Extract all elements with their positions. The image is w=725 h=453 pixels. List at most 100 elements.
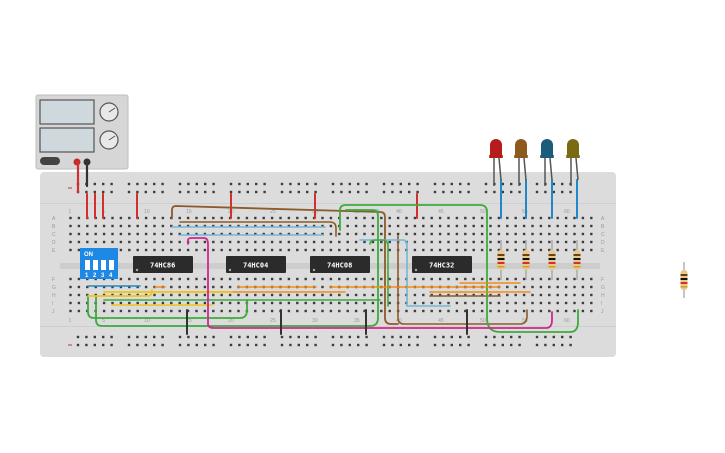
breadboard-hole[interactable] (388, 224, 391, 228)
breadboard-hole[interactable] (304, 232, 307, 236)
breadboard-hole[interactable] (270, 240, 274, 244)
breadboard-hole[interactable] (346, 232, 349, 236)
breadboard-hole[interactable] (270, 293, 274, 297)
breadboard-hole[interactable] (195, 224, 198, 228)
rail-hole[interactable] (484, 190, 488, 194)
breadboard-hole[interactable] (203, 301, 207, 305)
breadboard-hole[interactable] (489, 248, 492, 252)
breadboard-hole[interactable] (203, 277, 207, 281)
breadboard-hole[interactable] (254, 301, 257, 305)
breadboard-hole[interactable] (514, 285, 517, 289)
breadboard-hole[interactable] (203, 309, 207, 313)
breadboard-hole[interactable] (144, 277, 148, 281)
breadboard-hole[interactable] (455, 293, 459, 297)
breadboard-hole[interactable] (102, 224, 106, 228)
breadboard-hole[interactable] (539, 248, 543, 252)
rail-hole[interactable] (127, 182, 131, 186)
breadboard-hole[interactable] (170, 240, 173, 244)
breadboard-hole[interactable] (270, 216, 274, 220)
breadboard-hole[interactable] (270, 224, 274, 228)
breadboard-hole[interactable] (220, 309, 223, 313)
breadboard-hole[interactable] (380, 301, 383, 305)
breadboard-hole[interactable] (329, 232, 333, 236)
breadboard-hole[interactable] (111, 216, 114, 220)
breadboard-hole[interactable] (480, 248, 484, 252)
breadboard-hole[interactable] (296, 224, 299, 228)
rail-hole[interactable] (442, 335, 445, 339)
breadboard-hole[interactable] (203, 285, 207, 289)
breadboard-hole[interactable] (581, 293, 585, 297)
breadboard-hole[interactable] (548, 301, 551, 305)
breadboard-hole[interactable] (522, 301, 526, 305)
breadboard-hole[interactable] (312, 240, 316, 244)
breadboard-hole[interactable] (220, 301, 223, 305)
rail-hole[interactable] (229, 182, 233, 186)
brown-wire[interactable] (171, 205, 399, 325)
rail-hole[interactable] (178, 182, 182, 186)
breadboard-hole[interactable] (564, 277, 568, 281)
breadboard-hole[interactable] (556, 301, 559, 305)
breadboard-hole[interactable] (522, 232, 526, 236)
breadboard-hole[interactable] (422, 240, 425, 244)
breadboard-hole[interactable] (430, 216, 433, 220)
rail-hole[interactable] (178, 343, 182, 347)
breadboard-hole[interactable] (422, 301, 425, 305)
breadboard-hole[interactable] (287, 240, 291, 244)
breadboard-hole[interactable] (186, 277, 190, 281)
breadboard-hole[interactable] (455, 240, 459, 244)
breadboard-hole[interactable] (312, 232, 316, 236)
breadboard-hole[interactable] (539, 301, 543, 305)
rail-hole[interactable] (212, 182, 215, 186)
breadboard-hole[interactable] (338, 240, 341, 244)
rail-hole[interactable] (144, 335, 147, 339)
rail-hole[interactable] (331, 190, 335, 194)
breadboard-hole[interactable] (119, 216, 123, 220)
breadboard-hole[interactable] (296, 232, 299, 236)
rail-hole[interactable] (136, 182, 139, 186)
breadboard-hole[interactable] (262, 232, 265, 236)
breadboard-hole[interactable] (346, 293, 349, 297)
breadboard-hole[interactable] (590, 240, 593, 244)
breadboard-hole[interactable] (329, 277, 333, 281)
green-wire[interactable] (87, 295, 248, 319)
breadboard-hole[interactable] (119, 232, 123, 236)
breadboard-hole[interactable] (438, 232, 442, 236)
breadboard-hole[interactable] (170, 224, 173, 228)
chip-74hc86[interactable]: 74HC86 (133, 256, 193, 273)
breadboard-hole[interactable] (430, 309, 433, 313)
breadboard-hole[interactable] (455, 232, 459, 236)
breadboard-hole[interactable] (581, 301, 585, 305)
breadboard-hole[interactable] (170, 277, 173, 281)
rail-hole[interactable] (561, 182, 564, 186)
rail-hole[interactable] (238, 190, 241, 194)
rail-hole[interactable] (229, 343, 233, 347)
rail-hole[interactable] (306, 343, 309, 347)
breadboard-hole[interactable] (254, 248, 257, 252)
led[interactable] (541, 139, 553, 158)
breadboard-hole[interactable] (455, 216, 459, 220)
breadboard-hole[interactable] (405, 309, 408, 313)
breadboard-hole[interactable] (270, 301, 274, 305)
breadboard-hole[interactable] (380, 277, 383, 281)
rail-hole[interactable] (110, 335, 113, 339)
breadboard-hole[interactable] (111, 309, 114, 313)
breadboard-hole[interactable] (94, 285, 97, 289)
rail-hole[interactable] (493, 343, 496, 347)
breadboard-hole[interactable] (321, 232, 324, 236)
breadboard-hole[interactable] (346, 216, 349, 220)
rail-hole[interactable] (357, 190, 360, 194)
breadboard-hole[interactable] (69, 277, 72, 281)
breadboard-hole[interactable] (287, 277, 291, 281)
breadboard-hole[interactable] (102, 216, 106, 220)
chip-74hc32[interactable]: 74HC32 (412, 256, 472, 273)
breadboard-hole[interactable] (346, 277, 349, 281)
breadboard-hole[interactable] (590, 301, 593, 305)
breadboard-hole[interactable] (304, 216, 307, 220)
rail-hole[interactable] (391, 335, 394, 339)
breadboard-hole[interactable] (212, 301, 215, 305)
breadboard-hole[interactable] (279, 248, 282, 252)
rail-hole[interactable] (391, 190, 394, 194)
breadboard-hole[interactable] (111, 232, 114, 236)
breadboard-hole[interactable] (161, 248, 165, 252)
breadboard-hole[interactable] (69, 240, 72, 244)
